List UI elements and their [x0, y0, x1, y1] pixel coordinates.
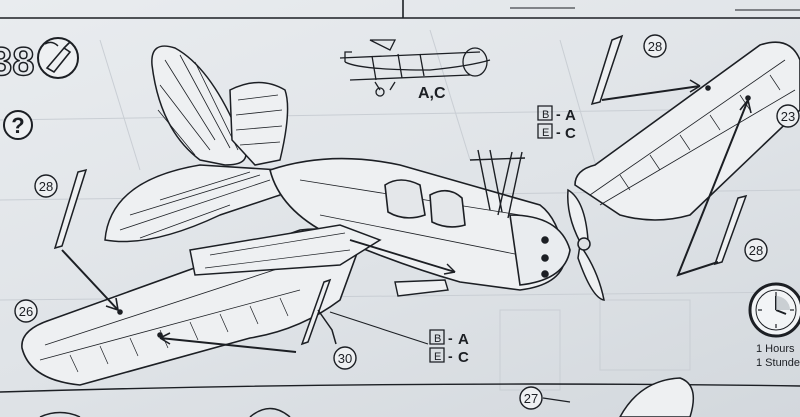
version-dash: -: [556, 106, 561, 122]
legend-bottom-leader: [329, 311, 429, 345]
callout-28-right: 28: [744, 238, 768, 262]
version-legend-bottom: B - A E - C: [429, 329, 469, 366]
help-icon: ?: [3, 110, 33, 140]
fuselage: [269, 157, 571, 291]
callout-27-text: 27: [524, 391, 538, 406]
version-legend-bottom-row: B - A: [429, 329, 469, 348]
partial-part-bottom: [39, 377, 695, 417]
version-box-letter: B: [434, 333, 441, 345]
propeller: [567, 188, 605, 301]
centre-wing-panel: [189, 224, 382, 276]
version-legend-right-row: B - A: [537, 105, 576, 124]
callout-30-text: 30: [338, 351, 352, 366]
version-letter: A: [565, 107, 576, 124]
callout-23-text: 23: [781, 109, 795, 124]
strut-part-28-right: [713, 194, 748, 266]
right-upper-wing: [574, 41, 800, 221]
callout-26-text: 26: [19, 304, 33, 319]
help-glyph: ?: [11, 113, 24, 138]
strut-part-28-left: [53, 168, 88, 250]
biplane-preview: [339, 39, 491, 97]
callout-27-leader: [542, 397, 571, 403]
preview-version-label: A,C: [418, 85, 446, 102]
strut-part-28-upper: [590, 34, 624, 106]
version-box-letter: B: [542, 109, 549, 121]
version-dash: -: [448, 330, 453, 346]
version-dash: -: [556, 124, 561, 140]
callout-28-left-text: 28: [39, 179, 53, 194]
top-frame: [0, 0, 800, 19]
strut-part-30: [300, 278, 337, 346]
version-legend-right: B - A E - C: [537, 105, 576, 142]
callout-30: 30: [333, 346, 357, 370]
version-legend-right-row: E - C: [537, 123, 576, 142]
version-letter: A: [458, 331, 469, 348]
drying-time-hours: 1 Hours: [756, 343, 795, 355]
callout-28-right-text: 28: [749, 243, 763, 258]
version-letter: C: [565, 125, 576, 142]
assembly-arrows: [61, 79, 752, 353]
rear-stabilizer: [229, 81, 289, 166]
version-dash: -: [448, 348, 453, 364]
callout-23: 23: [776, 104, 800, 128]
glue-tube-icon: [37, 37, 79, 79]
step-number: 38: [0, 40, 35, 84]
callout-28-upper-text: 28: [648, 39, 662, 54]
drying-time-stunden: 1 Stunden: [756, 357, 800, 369]
callout-26: 26: [14, 299, 38, 323]
belly-fairing: [394, 279, 449, 297]
callout-28-upper: 28: [643, 34, 667, 58]
version-box-letter: E: [542, 127, 549, 139]
callout-28-left: 28: [34, 174, 58, 198]
version-letter: C: [458, 349, 469, 366]
version-box-letter: E: [434, 351, 441, 363]
version-legend-bottom-row: E - C: [429, 347, 469, 366]
cabane-struts: [469, 149, 526, 219]
left-tailplane: [104, 164, 291, 243]
clock-icon: [748, 282, 800, 338]
callout-27: 27: [519, 386, 543, 410]
